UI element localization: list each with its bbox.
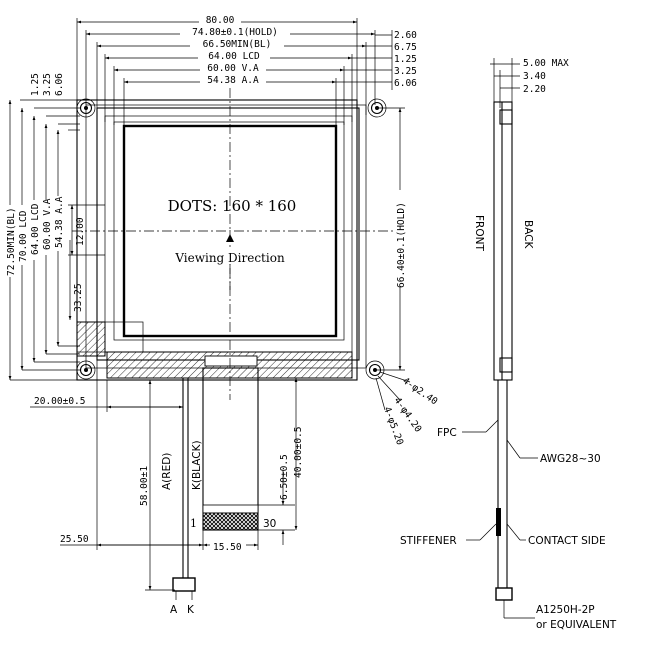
stiffener	[496, 508, 501, 536]
dim-right-6-06: 6.06	[394, 78, 417, 89]
left-vertical-dimensions: 72.50MIN(BL) 70.00 LCD 64.00 LCD 60.00 V…	[4, 100, 105, 381]
fpc-contact-hatch	[202, 512, 259, 531]
wire-red-label: A(RED)	[161, 453, 173, 490]
dim-bl-height: 72.50MIN(BL)	[6, 207, 17, 276]
lower-dimensions: 20.00±0.5 58.00±1 6.50±0.5 40.00±0.5 25.…	[30, 360, 304, 591]
dim-bl-width: 66.50MIN(BL)	[203, 39, 272, 50]
fpc-contact-pads	[202, 504, 259, 514]
equivalent-label: or EQUIVALENT	[536, 619, 617, 631]
right-top-dimensions: 2.60 6.75 1.25 3.25 6.06	[336, 30, 417, 90]
dim-20: 20.00±0.5	[34, 396, 85, 407]
dim-33-25: 33.25	[73, 283, 84, 312]
pin-last-label: 30	[263, 518, 276, 530]
wire-connector	[172, 577, 196, 592]
dim-25-5: 25.50	[60, 534, 89, 545]
side-view: 5.00 MAX 3.40 2.20 FRONT BACK FPC AWG28~…	[400, 58, 617, 631]
pin-k-label: K	[187, 604, 195, 616]
dim-lcd-width: 64.00 LCD	[208, 51, 260, 62]
dim-lcd-height: 64.00 LCD	[30, 203, 41, 255]
dim-right-2-60: 2.60	[394, 30, 417, 41]
awg-label: AWG28~30	[540, 453, 601, 465]
side-dim-2-20: 2.20	[523, 84, 546, 95]
dim-6-5: 6.50±0.5	[279, 454, 290, 500]
side-connector	[495, 587, 513, 601]
back-label: BACK	[522, 220, 534, 250]
dim-left-1-25: 1.25	[30, 73, 41, 96]
dim-right-3-25: 3.25	[394, 66, 417, 77]
hole-callouts: 4-φ2.40 4-φ4.20 4-φ5.20	[375, 371, 440, 447]
left-top-dimensions: 1.25 3.25 6.06	[20, 73, 80, 131]
dim-58: 58.00±1	[139, 466, 150, 506]
viewing-direction-label: Viewing Direction	[174, 251, 285, 265]
module-outline	[76, 99, 367, 381]
hole-bottom-left-icon	[76, 360, 96, 380]
hole-top-left-icon	[76, 98, 96, 118]
dim-15-5: 15.50	[213, 542, 242, 553]
dim-lcd-height-outer: 70.00 LCD	[18, 210, 29, 262]
fpc-tab	[204, 355, 258, 367]
dim-40: 40.00±0.5	[293, 427, 304, 478]
contact-side-label: CONTACT SIDE	[528, 535, 606, 547]
dim-12: 12.00	[75, 217, 86, 246]
dim-hold-width: 74.80±0.1(HOLD)	[192, 27, 278, 38]
left-hatched-block	[76, 321, 106, 357]
wire-black-label: K(BLACK)	[191, 440, 203, 490]
dim-overall-width: 80.00	[206, 15, 235, 26]
dim-hold-height: 66.40±0.1(HOLD)	[396, 202, 407, 288]
side-dim-5-max: 5.00 MAX	[523, 58, 569, 69]
dim-va-height: 60.00 V.A	[42, 198, 53, 250]
fpc-label: FPC	[437, 427, 457, 439]
dim-right-1-25: 1.25	[394, 54, 417, 65]
dim-left-3-25: 3.25	[42, 73, 53, 96]
fpc-and-wires: A K A(RED) K(BLACK) 1 30	[161, 367, 276, 616]
dots-label: DOTS: 160 * 160	[168, 197, 297, 215]
dim-aa-height: 54.38 A.A	[54, 196, 65, 248]
front-view: 80.00 74.80±0.1(HOLD) 66.50MIN(BL) 64.00…	[4, 14, 440, 616]
front-label: FRONT	[473, 215, 485, 251]
dim-aa-width: 54.38 A.A	[207, 75, 259, 86]
hold-height-dimension: 66.40±0.1(HOLD)	[377, 107, 407, 371]
viewing-arrow-icon	[226, 234, 234, 242]
stiffener-label: STIFFENER	[400, 535, 457, 547]
dim-right-6-75: 6.75	[394, 42, 417, 53]
pin-a-label: A	[170, 604, 178, 616]
dim-va-width: 60.00 V.A	[207, 63, 259, 74]
pin-first-label: 1	[190, 517, 197, 530]
dim-left-6-06: 6.06	[54, 73, 65, 96]
connector-label: A1250H-2P	[536, 604, 595, 616]
side-dim-3-40: 3.40	[523, 71, 546, 82]
top-dimensions: 80.00 74.80±0.1(HOLD) 66.50MIN(BL) 64.00…	[76, 14, 376, 128]
